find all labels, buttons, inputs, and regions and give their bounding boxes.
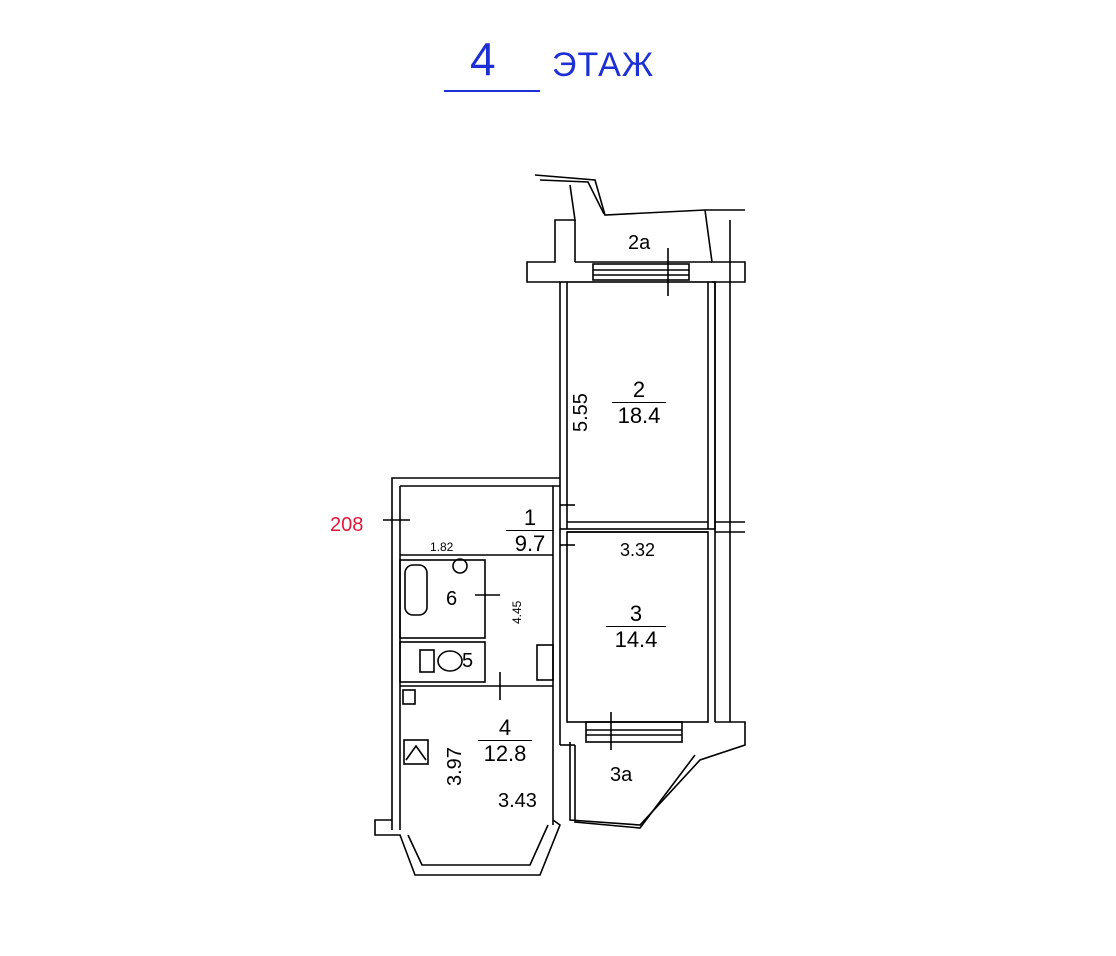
stove-icon <box>403 739 429 765</box>
room-2-area: 2 18.4 <box>612 378 666 429</box>
window-2a <box>592 263 690 281</box>
room-2a-label: 2а <box>628 232 651 254</box>
floor-number: 4 <box>470 33 497 85</box>
room-4-value: 12.8 <box>483 741 527 766</box>
dim-5-55: 5.55 <box>570 393 592 432</box>
floor-title: 4 ЭТАЖ <box>440 33 680 98</box>
room-2-value: 18.4 <box>617 403 661 428</box>
room-1-value: 9.7 <box>514 531 546 556</box>
toilet-5 <box>399 641 486 683</box>
room-1-number: 1 <box>506 506 554 531</box>
room-5-label: 5 <box>462 650 474 672</box>
bathroom-6 <box>399 559 486 639</box>
room-3a-label: 3а <box>610 764 633 786</box>
room-2-number: 2 <box>612 378 666 403</box>
room-1-area: 1 9.7 <box>506 506 554 557</box>
balcony-2a-outline <box>534 174 745 216</box>
marker-208: 208 <box>330 514 364 536</box>
room-1-walls <box>391 477 560 830</box>
floor-word: ЭТАЖ <box>552 46 655 84</box>
balcony-3a-outline <box>569 721 746 826</box>
room-3-value: 14.4 <box>614 627 658 652</box>
window-3a <box>585 721 683 743</box>
room-4-number: 4 <box>478 716 532 741</box>
dim-3-43: 3.43 <box>498 790 537 812</box>
dim-3-32: 3.32 <box>620 540 656 560</box>
dim-3-97: 3.97 <box>444 747 466 786</box>
room-4-area: 4 12.8 <box>478 716 532 767</box>
dim-4-45: 4.45 <box>510 600 524 624</box>
room-6-label: 6 <box>446 588 458 610</box>
room-3-area: 3 14.4 <box>606 602 666 653</box>
kitchen-bay-window <box>374 819 561 876</box>
floor-underline <box>444 90 540 92</box>
dim-1-82: 1.82 <box>430 540 454 554</box>
room-3-number: 3 <box>606 602 666 627</box>
